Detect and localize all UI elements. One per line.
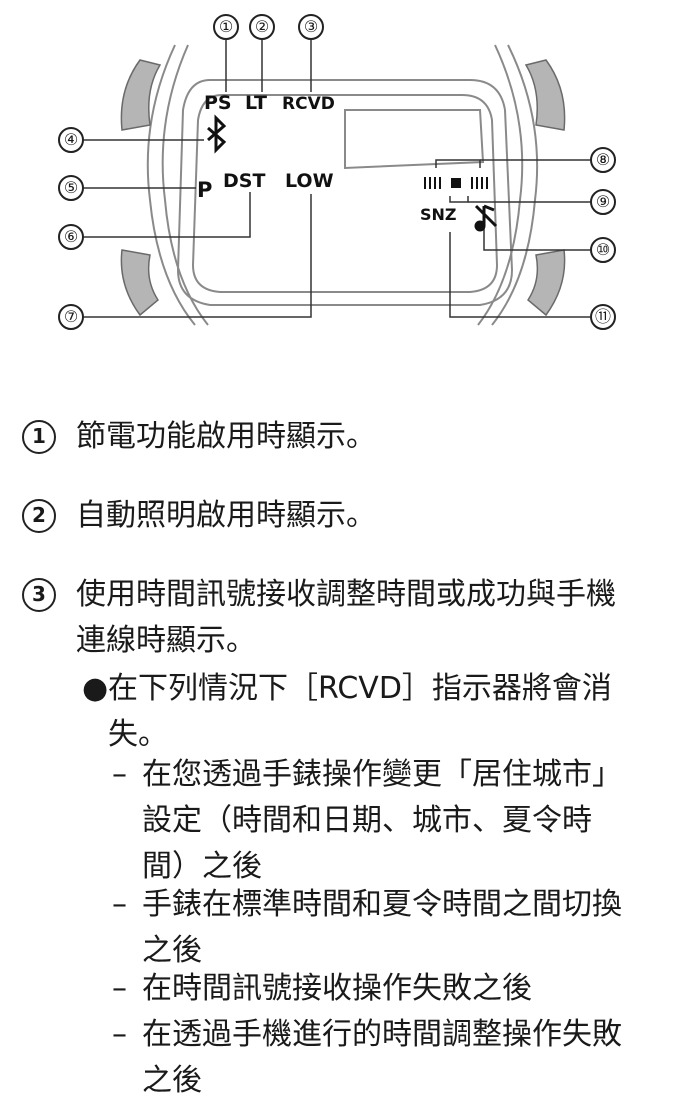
indicator-rcvd: RCVD: [282, 94, 335, 114]
subitem-line-3: 間）之後: [142, 849, 262, 884]
subitem-3: – 在時間訊號接收操作失敗之後: [112, 966, 682, 1014]
watch-display-diagram: [84, 40, 590, 326]
item-text: 節電功能啟用時顯示。: [76, 419, 376, 454]
item-number: 1: [22, 420, 56, 454]
subitem-line-2: 設定（時間和日期、城市、夏令時: [142, 803, 592, 838]
signal-level-icon: [424, 177, 488, 189]
dash-icon: –: [112, 887, 127, 922]
alarm-icon: [474, 204, 498, 232]
subitem-line-1: 在您透過手錶操作變更「居住城市」: [142, 757, 622, 792]
subitem-line-2: 之後: [142, 933, 202, 968]
bullet-icon: ●: [82, 671, 109, 706]
indicator-ps: PS: [204, 92, 232, 114]
item-text: 自動照明啟用時顯示。: [76, 498, 376, 533]
subitem-1: – 在您透過手錶操作變更「居住城市」 設定（時間和日期、城市、夏令時 間）之後: [112, 752, 682, 892]
callout-3: ③: [298, 14, 324, 40]
callout-9: ⑨: [590, 189, 616, 215]
callout-2: ②: [249, 14, 275, 40]
bullet-note: ● 在下列情況下［RCVD］指示器將會消 失。: [82, 666, 672, 766]
indicator-lt: LT: [245, 92, 267, 114]
callout-1: ①: [213, 14, 239, 40]
subitem-line-1: 在時間訊號接收操作失敗之後: [142, 971, 532, 1006]
item-number: 3: [22, 578, 56, 612]
indicator-low: LOW: [285, 170, 334, 192]
indicator-dst: DST: [223, 170, 266, 192]
item-3: 3 使用時間訊號接收調整時間或成功與手機 連線時顯示。: [0, 572, 686, 672]
item-text-line-2: 連線時顯示。: [76, 623, 256, 658]
callout-5: ⑤: [58, 175, 84, 201]
callout-6: ⑥: [58, 224, 84, 250]
leader-lines: [84, 40, 590, 318]
subitem-4: – 在透過手機進行的時間調整操作失敗 之後: [112, 1012, 682, 1106]
bullet-text-line-1: 在下列情況下［RCVD］指示器將會消: [108, 671, 612, 706]
indicator-snz: SNZ: [420, 205, 457, 224]
subitem-line-1: 手錶在標準時間和夏令時間之間切換: [142, 887, 622, 922]
callout-4: ④: [58, 127, 84, 153]
dash-icon: –: [112, 1017, 127, 1052]
callout-10: ⑩: [590, 237, 616, 263]
side-buttons: [120, 59, 566, 317]
callout-8: ⑧: [590, 147, 616, 173]
subitem-line-1: 在透過手機進行的時間調整操作失敗: [142, 1017, 622, 1052]
subitem-2: – 手錶在標準時間和夏令時間之間切換 之後: [112, 882, 682, 976]
item-text-line-1: 使用時間訊號接收調整時間或成功與手機: [76, 577, 616, 612]
subitem-line-2: 之後: [142, 1063, 202, 1098]
dash-icon: –: [112, 757, 127, 792]
watch-case-outline: [146, 44, 539, 326]
item-number: 2: [22, 499, 56, 533]
indicator-p: P: [197, 178, 213, 202]
callout-7: ⑦: [58, 304, 84, 330]
bluetooth-icon: [207, 114, 227, 154]
callout-11: ⑪: [590, 304, 616, 330]
bullet-text-line-2: 失。: [108, 717, 168, 752]
dash-icon: –: [112, 971, 127, 1006]
